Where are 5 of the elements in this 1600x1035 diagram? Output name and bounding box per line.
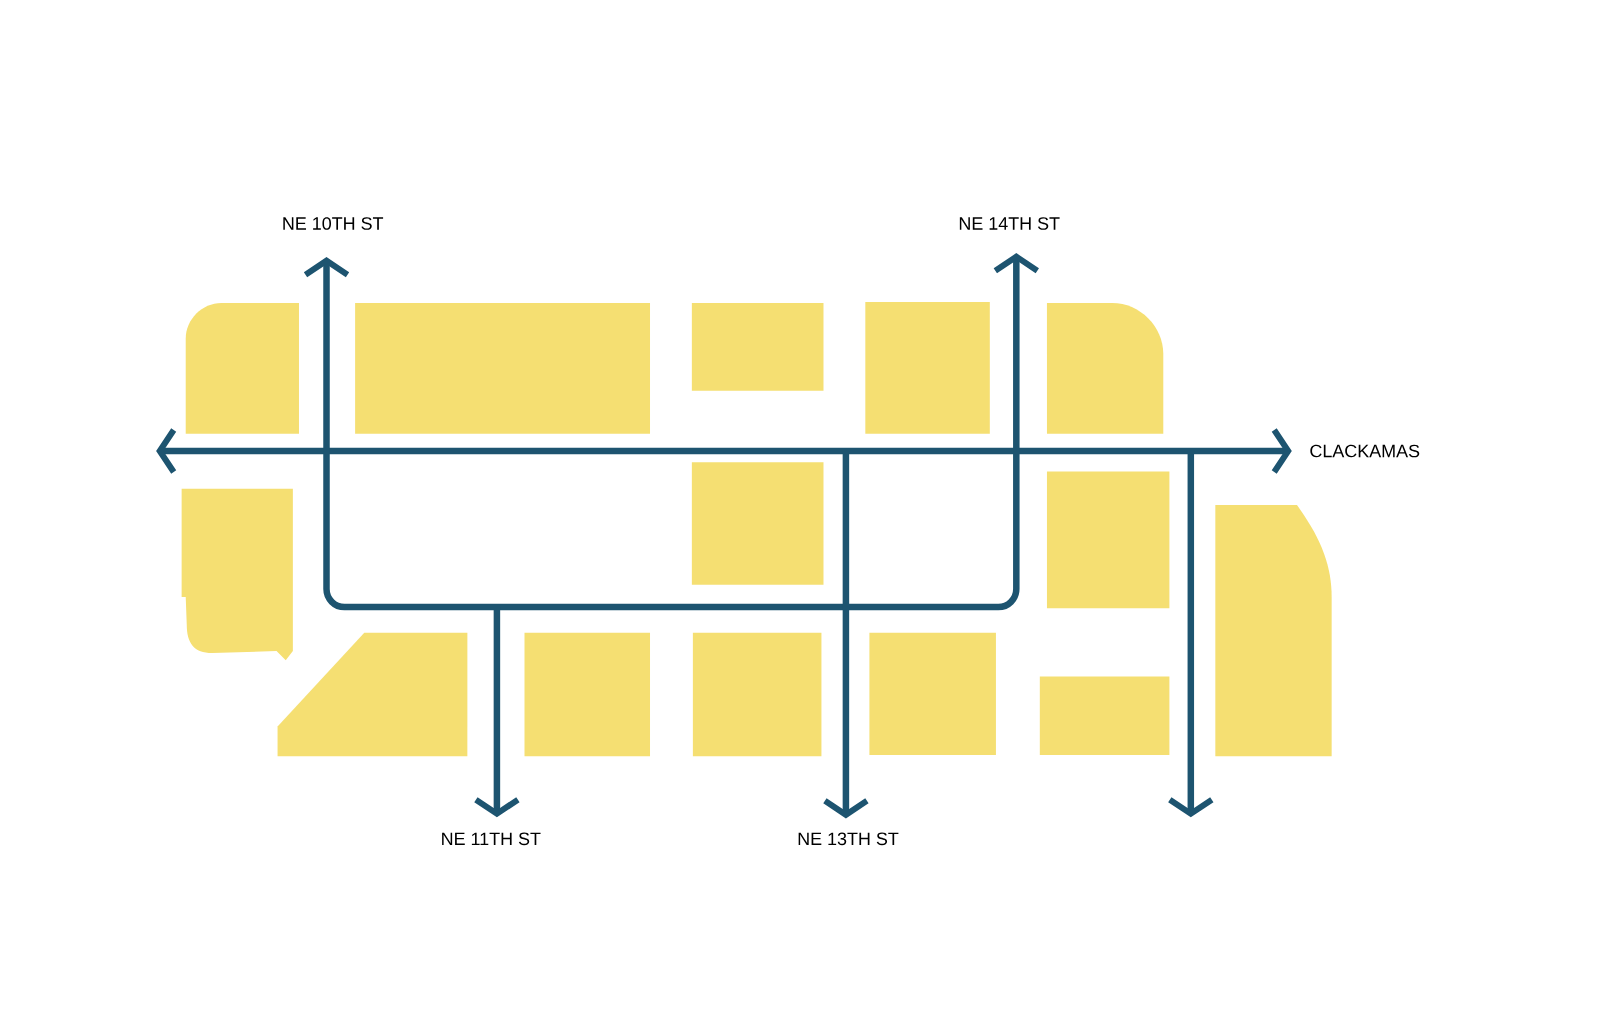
- street-label: NE 13TH ST: [798, 832, 899, 846]
- street-label: NE 11TH ST: [442, 832, 541, 846]
- street-label: NE 14TH ST: [959, 217, 1060, 230]
- street-label: CLACKAMAS: [1310, 444, 1420, 458]
- street-label: NE 10TH ST: [283, 217, 384, 230]
